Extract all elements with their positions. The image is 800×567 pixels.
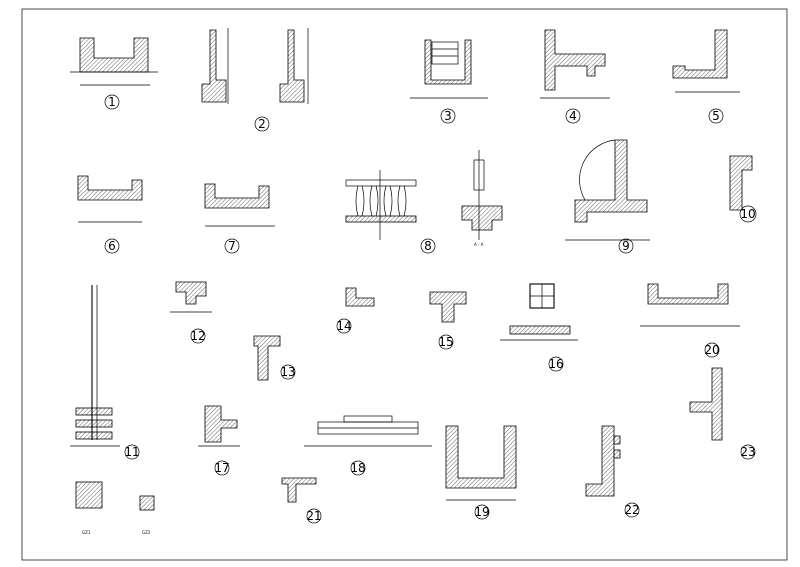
detail-16: 16 <box>500 283 578 372</box>
detail-num-4: 4 <box>569 109 577 123</box>
detail-10: 10 <box>729 155 757 223</box>
detail-num-9: 9 <box>622 239 630 253</box>
detail-num-5: 5 <box>712 109 720 123</box>
detail-num-12: 12 <box>190 329 205 343</box>
detail-3: 3 <box>410 39 488 124</box>
detail-7: 7 <box>204 183 275 254</box>
column-gz2: GZ2 <box>139 495 155 535</box>
detail-num-13: 13 <box>280 365 295 379</box>
detail-num-21: 21 <box>306 509 321 523</box>
detail-11: 11 <box>70 285 140 460</box>
detail-num-18: 18 <box>350 461 365 475</box>
detail-num-7: 7 <box>228 239 236 253</box>
detail-num-14: 14 <box>336 319 351 333</box>
detail-23: 23 <box>689 367 756 460</box>
detail-num-6: 6 <box>108 239 116 253</box>
detail-num-23: 23 <box>740 445 755 459</box>
detail-22: 22 <box>585 425 640 518</box>
detail-21: 21 <box>281 477 322 524</box>
section-a-a: A - A <box>461 150 503 247</box>
detail-num-2: 2 <box>258 117 266 131</box>
gz1-label: GZ1 <box>82 530 91 535</box>
detail-num-17: 17 <box>214 461 229 475</box>
detail-13: 13 <box>253 335 296 381</box>
detail-17: 17 <box>198 405 240 476</box>
section-label: A - A <box>474 242 484 247</box>
detail-6: 6 <box>77 175 143 254</box>
detail-num-8: 8 <box>424 239 432 253</box>
detail-18: 18 <box>304 415 432 476</box>
column-gz1: GZ1 <box>75 481 103 535</box>
detail-num-11: 11 <box>124 445 139 459</box>
detail-20: 20 <box>640 283 740 358</box>
detail-num-15: 15 <box>438 335 453 349</box>
gz2-label: GZ2 <box>142 530 151 535</box>
detail-15: 15 <box>429 291 467 350</box>
detail-num-20: 20 <box>704 343 719 357</box>
detail-num-22: 22 <box>624 503 639 517</box>
detail-num-1: 1 <box>108 95 116 109</box>
detail-num-10: 10 <box>740 207 755 221</box>
detail-4: 4 <box>540 29 610 124</box>
sheet-border <box>21 8 788 561</box>
detail-num-3: 3 <box>444 109 452 123</box>
detail-num-16: 16 <box>548 357 563 371</box>
detail-2: 2 <box>201 28 309 132</box>
detail-19: 19 <box>445 425 517 520</box>
detail-9: 9 <box>565 139 650 254</box>
detail-num-19: 19 <box>474 505 489 519</box>
detail-14: 14 <box>336 287 375 334</box>
detail-5: 5 <box>672 29 740 124</box>
detail-1: 1 <box>70 37 158 110</box>
detail-8: 8 <box>345 170 436 254</box>
detail-12: 12 <box>170 281 212 344</box>
